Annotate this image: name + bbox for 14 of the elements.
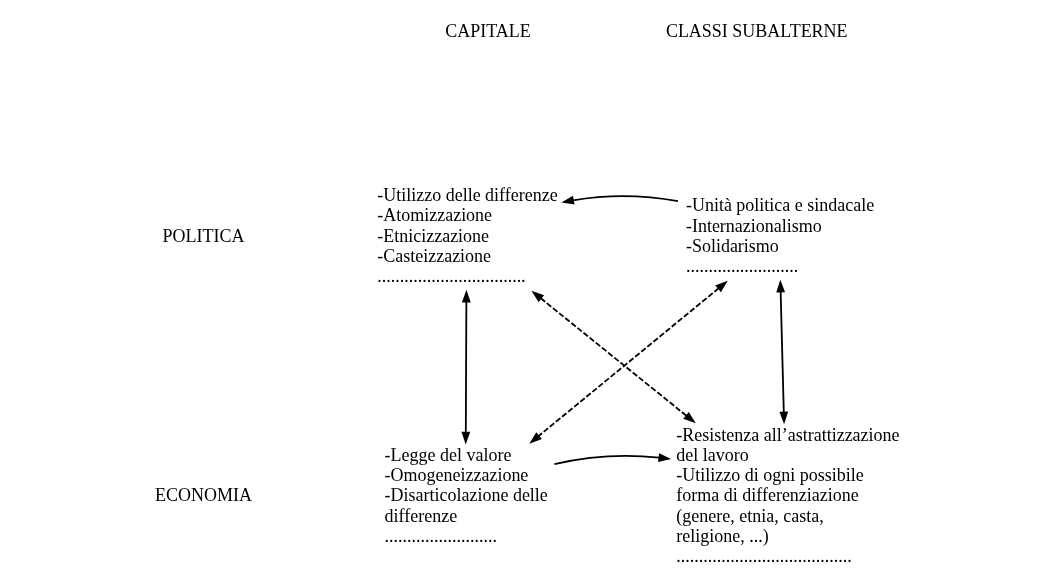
- label: CLASSI SUBALTERNE: [665, 21, 848, 42]
- label: ECONOMIA: [154, 485, 252, 506]
- arrow: [460, 289, 471, 445]
- node-text: -Utilizzo delle differenze -Atomizzazione -Etnicizzazione -Casteizzazione .................................: [376, 185, 558, 287]
- arrow: [528, 280, 728, 444]
- label: POLITICA: [162, 225, 244, 246]
- node-text: -Unità politica e sindacale -Internazionalismo -Solidarismo .........................: [685, 195, 874, 277]
- node-text: -Legge del valore -Omogeneizzazione -Disarticolazione delle differenze .........................: [384, 444, 548, 546]
- arrow: [560, 195, 679, 205]
- label: CAPITALE: [444, 21, 531, 42]
- arrow: [530, 290, 696, 424]
- arrow: [553, 453, 671, 465]
- node-text: -Resistenza all’astrattizzazione del lavoro -Utilizzo di ogni possibile forma di differenziazione (genere, etnia, casta, religione, ...) .......................................: [675, 424, 900, 567]
- arrow: [775, 279, 788, 425]
